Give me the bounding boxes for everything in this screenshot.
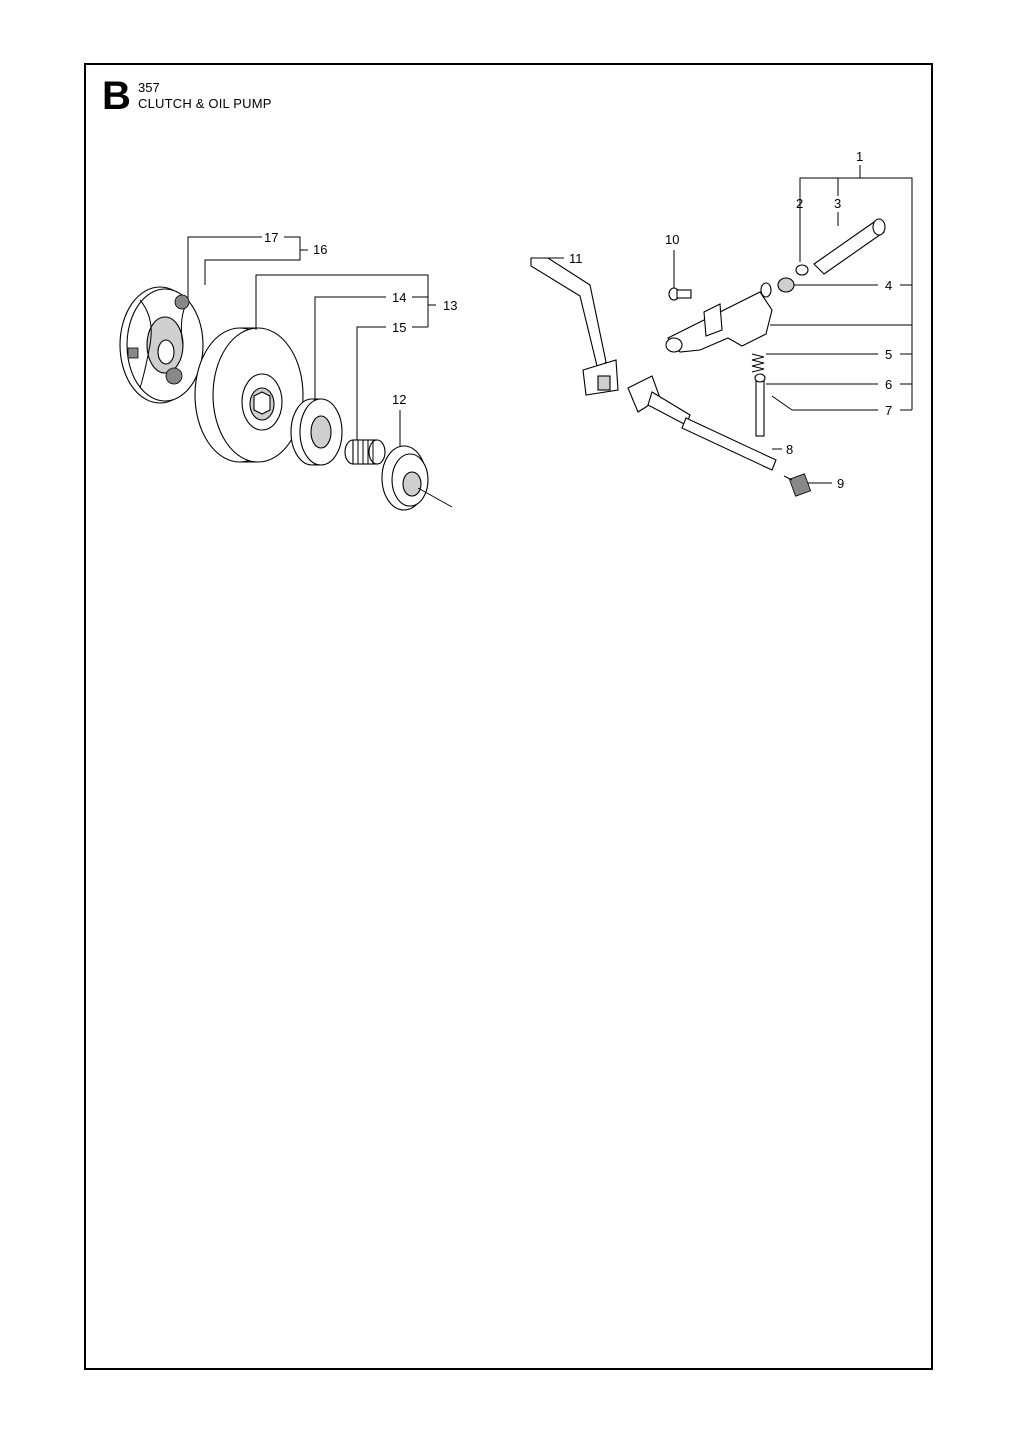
callout-5: 5	[885, 347, 892, 362]
callout-2: 2	[796, 196, 803, 211]
spring-part	[751, 353, 765, 373]
page-frame	[84, 63, 933, 1370]
callout-7: 7	[885, 403, 892, 418]
rim-sprocket-part	[290, 398, 343, 466]
nozzle-part	[783, 473, 812, 497]
needle-bearing-part	[344, 439, 386, 465]
leader-lines	[187, 165, 913, 484]
callout-14: 14	[392, 290, 406, 305]
callout-3: 3	[834, 196, 841, 211]
callout-12: 12	[392, 392, 406, 407]
pump-plunger-shaft-part	[627, 375, 777, 471]
section-letter: B	[102, 74, 131, 118]
callout-8: 8	[786, 442, 793, 457]
clutch-hub-part	[119, 286, 204, 404]
clutch-drum-part	[194, 327, 304, 463]
callout-6: 6	[885, 377, 892, 392]
callout-16: 16	[313, 242, 327, 257]
washer-gear-part	[381, 445, 453, 511]
callout-11: 11	[569, 251, 583, 266]
callout-13: 13	[443, 298, 457, 313]
plunger-pin-part	[754, 373, 793, 437]
callout-15: 15	[392, 320, 406, 335]
callout-4: 4	[885, 278, 892, 293]
screw-part	[668, 287, 692, 301]
model-number: 357	[138, 80, 160, 95]
section-title: CLUTCH & OIL PUMP	[138, 96, 272, 111]
callout-9: 9	[837, 476, 844, 491]
callout-17: 17	[264, 230, 278, 245]
pump-housing-part	[665, 291, 773, 353]
callout-10: 10	[665, 232, 679, 247]
callout-1: 1	[856, 149, 863, 164]
oil-pump-lever-part	[530, 257, 619, 396]
